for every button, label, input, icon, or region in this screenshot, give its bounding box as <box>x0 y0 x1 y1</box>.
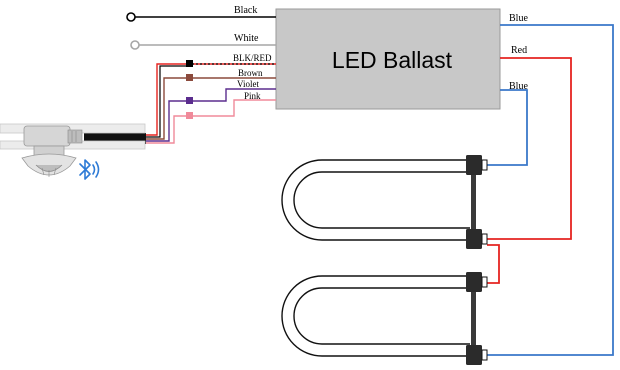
sensor-cable <box>84 133 146 144</box>
sensor-housing <box>23 125 71 147</box>
label-violet: Violet <box>237 79 259 89</box>
socket-cap <box>466 155 482 175</box>
sensor-collar <box>67 129 83 144</box>
sensor-dome <box>21 153 77 176</box>
violet-wire <box>84 88 276 142</box>
blue-wire-top <box>487 24 614 356</box>
input-wires <box>84 12 276 144</box>
white-terminal <box>130 40 140 50</box>
socket-bar-lower <box>471 273 476 365</box>
blue-wire-mid <box>487 89 528 166</box>
output-wire-labels: Blue Red Blue <box>509 13 528 92</box>
input-wire-labels: Black White BLK/RED Brown Violet Pink <box>233 5 272 101</box>
label-blk-red: BLK/RED <box>233 53 272 63</box>
label-black: Black <box>234 5 257 16</box>
socket-pin <box>481 159 488 171</box>
bluetooth-icon <box>79 159 100 180</box>
label-white: White <box>234 33 259 44</box>
tube-sockets <box>466 155 488 365</box>
socket-cap <box>466 272 482 292</box>
pink-connector <box>186 112 193 119</box>
ballast-body <box>275 8 501 110</box>
u-tube-lower <box>281 275 470 357</box>
socket-pin <box>481 349 488 361</box>
u-tube-inner <box>293 287 470 345</box>
socket-bar-upper <box>471 157 476 249</box>
u-tube-upper <box>281 159 470 241</box>
brown-connector <box>186 74 193 81</box>
sensor-lens-line <box>53 167 57 176</box>
label-blue-mid: Blue <box>509 81 528 92</box>
red-wire <box>487 57 572 240</box>
violet-connector <box>186 97 193 104</box>
label-red: Red <box>511 45 527 56</box>
socket-cap <box>466 229 482 249</box>
label-brown: Brown <box>238 68 263 78</box>
label-pink: Pink <box>244 91 261 101</box>
ballast-label: LED Ballast <box>332 47 453 73</box>
blk-red-connector <box>186 60 193 67</box>
black-terminal <box>126 12 136 22</box>
socket-pin <box>481 276 488 288</box>
led-ballast: LED Ballast <box>275 8 501 110</box>
u-tube-outer <box>281 275 470 357</box>
u-tube-inner <box>293 171 470 229</box>
socket-pin <box>481 233 488 245</box>
pink-wire <box>84 99 276 144</box>
sensor-lens-line <box>41 167 45 176</box>
occupancy-sensor-icon <box>0 123 146 177</box>
socket-cap <box>466 345 482 365</box>
output-wires <box>487 24 614 356</box>
red-jumper-wire <box>487 244 500 284</box>
label-blue-top: Blue <box>509 13 528 24</box>
u-tube-outer <box>281 159 470 241</box>
